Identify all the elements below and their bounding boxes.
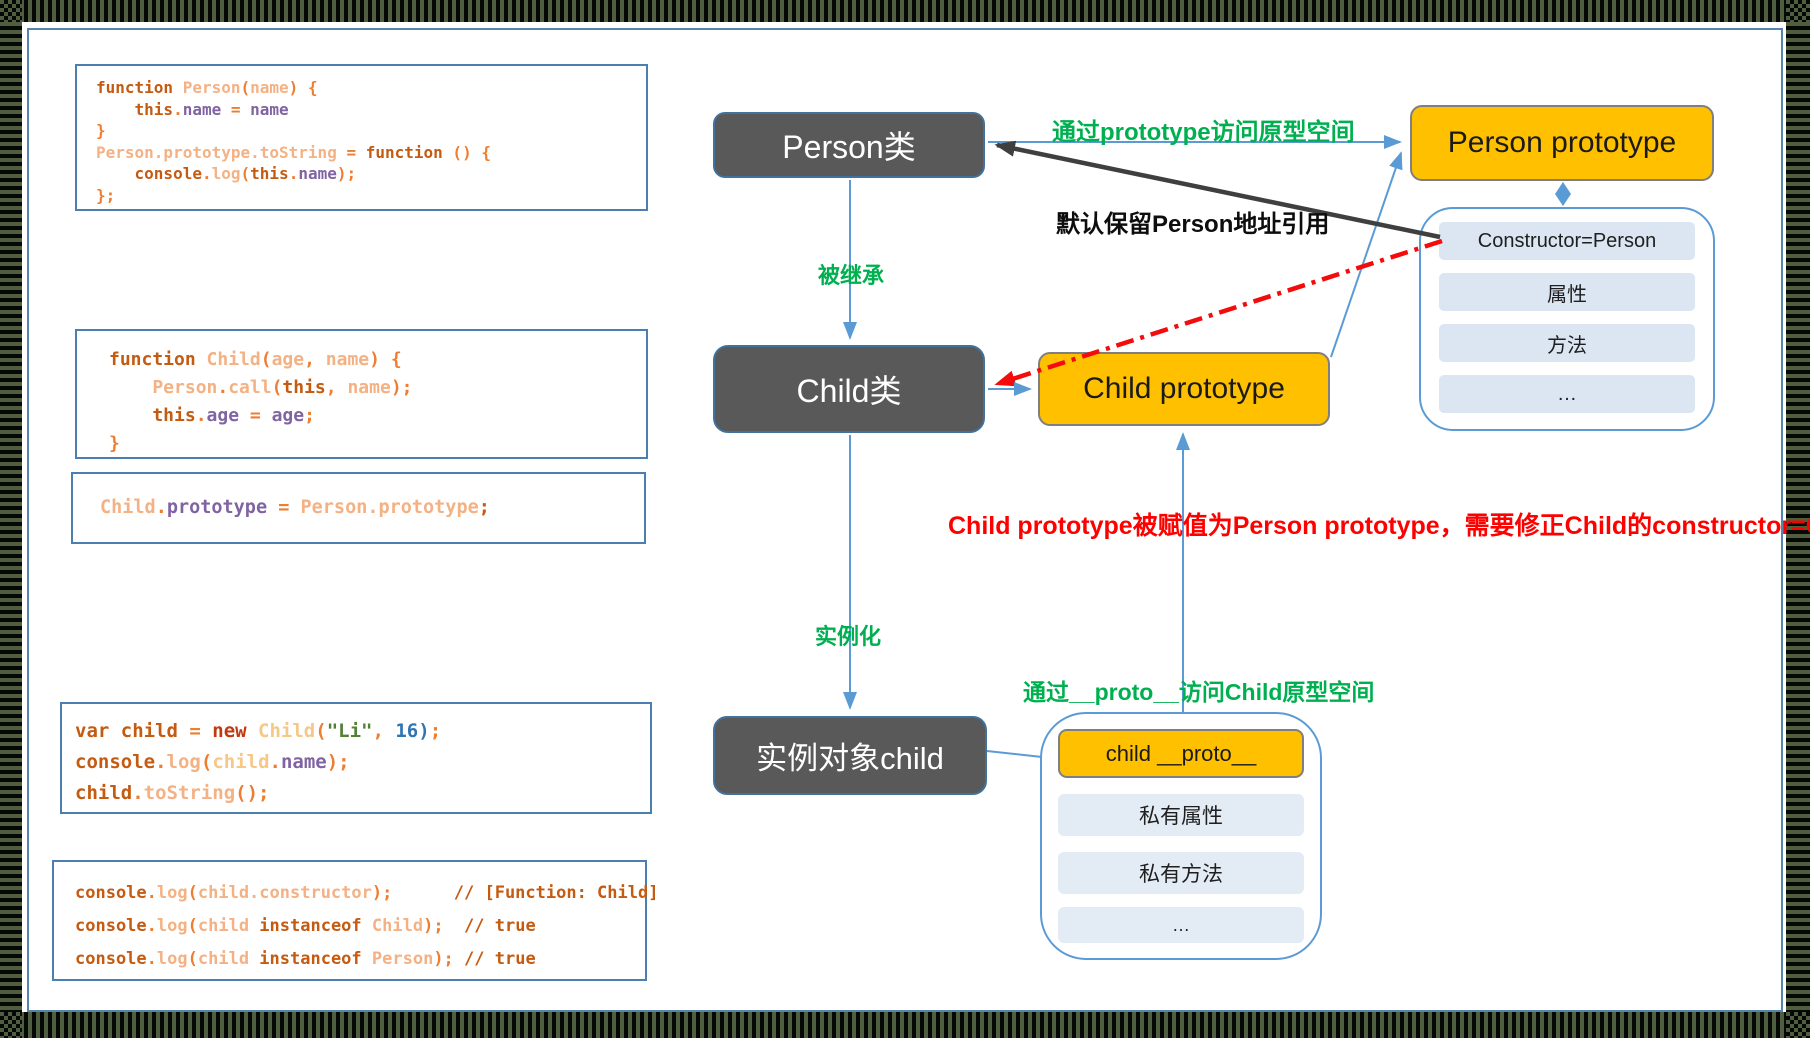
instantiate-label: 实例化 [815, 624, 882, 649]
frame-stripe-right [1786, 0, 1810, 1038]
prototype-assignment-code-block: Child.prototype = Person.prototype; [71, 472, 646, 544]
instance-ellipsis-row: … [1058, 907, 1304, 943]
inherit-label: 被继承 [818, 263, 885, 288]
private-methods-row: 私有方法 [1058, 852, 1304, 894]
prototype-access-label: 通过prototype访问原型空间 [1052, 119, 1355, 146]
frame-stripe-left [0, 0, 22, 1038]
instance-members-box: child __proto__ 私有属性 私有方法 … [1040, 712, 1322, 960]
keep-person-ref-label: 默认保留Person地址引用 [1056, 211, 1330, 238]
person-prototype-members-box: Constructor=Person 属性 方法 … [1419, 207, 1715, 431]
frame-stripe-top [0, 0, 1810, 22]
person-prototype-node: Person prototype [1410, 105, 1714, 181]
child-definition-code-block: function Child(age, name) { Person.call(… [75, 329, 648, 459]
frame-corner-bottom-left [0, 1012, 22, 1038]
frame-stripe-bottom [0, 1012, 1810, 1038]
methods-row: 方法 [1439, 324, 1695, 362]
frame-corner-bottom-right [1786, 1012, 1810, 1038]
instance-object-node: 实例对象child [713, 716, 987, 795]
diagram-outer-border [27, 28, 1783, 1012]
instantiation-code-block: var child = new Child("Li", 16);console.… [60, 702, 652, 814]
ellipsis-row: … [1439, 375, 1695, 413]
child-prototype-node: Child prototype [1038, 352, 1330, 426]
attributes-row: 属性 [1439, 273, 1695, 311]
person-class-node: Person类 [713, 112, 985, 178]
child-proto-row: child __proto__ [1058, 729, 1304, 778]
person-definition-code-block: function Person(name) { this.name = name… [75, 64, 648, 211]
private-attributes-row: 私有属性 [1058, 794, 1304, 836]
fix-constructor-label: Child prototype被赋值为Person prototype，需要修正… [948, 512, 1810, 540]
child-class-node: Child类 [713, 345, 985, 433]
constructor-row: Constructor=Person [1439, 222, 1695, 260]
frame-corner-top-right [1786, 0, 1810, 22]
proto-access-child-label: 通过__proto__访问Child原型空间 [1023, 679, 1375, 705]
verification-code-block: console.log(child.constructor); // [Func… [52, 860, 658, 981]
frame-corner-top-left [0, 0, 22, 22]
